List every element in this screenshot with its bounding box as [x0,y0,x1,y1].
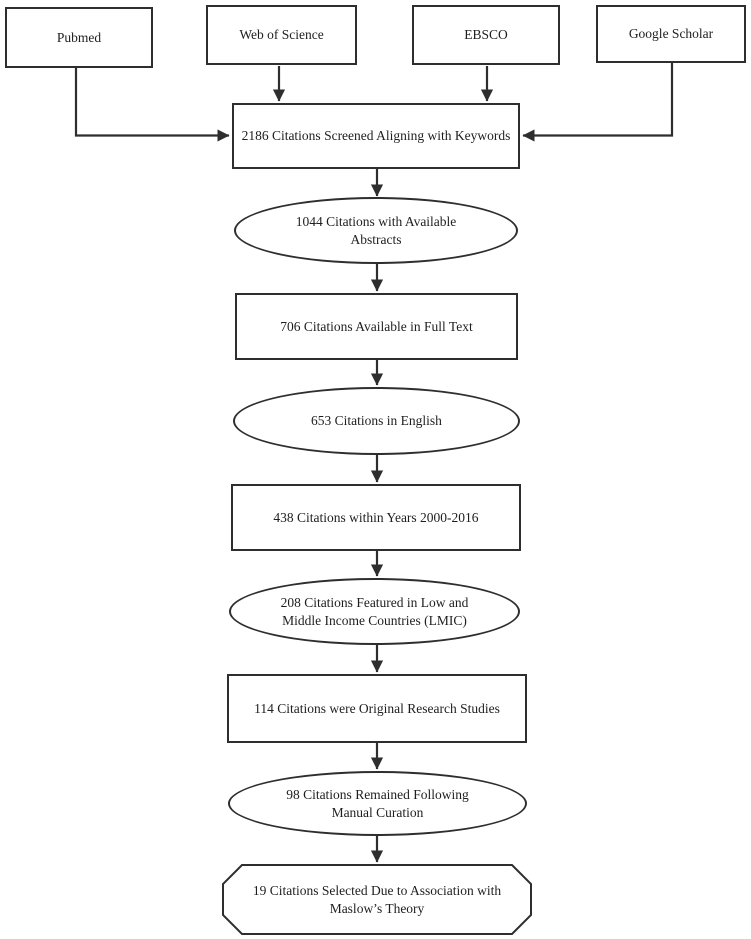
step-ellipse-manual-curation: 98 Citations Remained Following Manual C… [228,771,527,836]
source-box-pubmed: Pubmed [5,7,153,68]
node-label: 19 Citations Selected Due to Association… [252,882,502,916]
node-label: EBSCO [464,27,508,43]
node-label: 98 Citations Remained Following Manual C… [286,786,469,820]
node-label: Google Scholar [628,26,714,42]
step-box-years-2000-2016: 438 Citations within Years 2000-2016 [231,484,521,551]
source-box-ebsco: EBSCO [412,5,560,65]
source-box-google-scholar: Google Scholar [596,5,746,63]
node-label: Web of Science [239,27,324,43]
arrow-googlescholar-to-screened [522,63,674,142]
node-label: 653 Citations in English [311,413,442,429]
step-ellipse-english: 653 Citations in English [233,387,520,455]
octagon-outline [222,864,532,935]
step-ellipse-available-abstracts: 1044 Citations with Available Abstracts [234,197,518,264]
step-box-full-text: 706 Citations Available in Full Text [235,293,518,360]
source-box-web-of-science: Web of Science [206,5,357,65]
node-label: 706 Citations Available in Full Text [280,318,473,334]
step-ellipse-lmic: 208 Citations Featured in Low and Middle… [229,578,520,645]
step-octagon-maslow-selected: 19 Citations Selected Due to Association… [222,864,532,935]
node-label: 208 Citations Featured in Low and Middle… [280,594,469,628]
node-label: 1044 Citations with Available Abstracts [295,213,457,247]
node-label: 114 Citations were Original Research Stu… [254,700,500,716]
step-box-original-research: 114 Citations were Original Research Stu… [227,674,527,743]
node-label: 438 Citations within Years 2000-2016 [273,509,479,525]
step-box-citations-screened: 2186 Citations Screened Aligning with Ke… [232,103,520,169]
arrow-pubmed-to-screened [74,68,230,142]
node-label: Pubmed [56,29,102,45]
node-label: 2186 Citations Screened Aligning with Ke… [241,128,511,144]
